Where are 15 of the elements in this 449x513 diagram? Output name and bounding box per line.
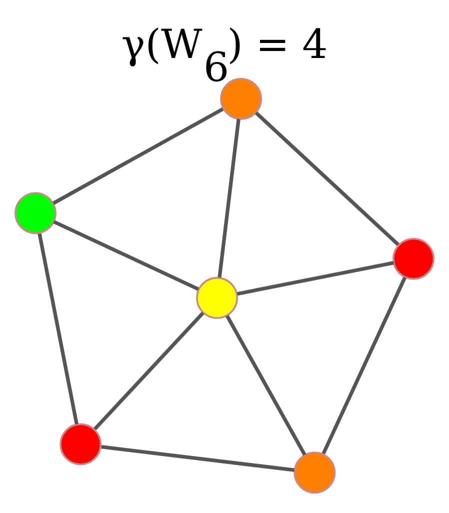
connector bbox=[101, 445, 294, 472]
node-circle bbox=[196, 276, 238, 319]
connector bbox=[38, 233, 78, 425]
connector bbox=[322, 276, 407, 454]
connector bbox=[52, 107, 224, 205]
connector bbox=[236, 261, 394, 296]
node-circle bbox=[14, 192, 56, 234]
connector bbox=[94, 312, 204, 430]
connector bbox=[226, 315, 306, 456]
connector bbox=[218, 118, 240, 278]
connector bbox=[254, 111, 400, 246]
node-circle bbox=[294, 452, 336, 494]
node-circle bbox=[392, 238, 435, 280]
connector bbox=[53, 220, 200, 291]
node-circle bbox=[60, 423, 102, 466]
